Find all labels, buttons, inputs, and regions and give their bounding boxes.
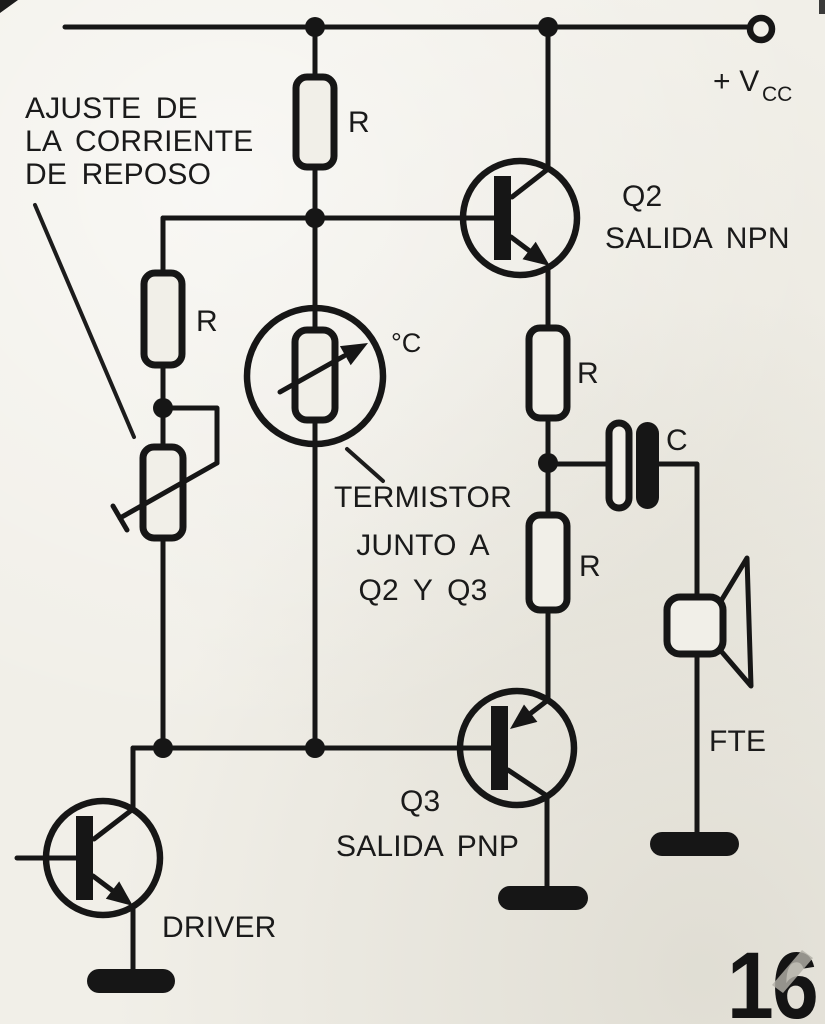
speaker-cone-icon — [718, 555, 754, 689]
speaker-wire — [656, 461, 700, 835]
resistor-left-label: R — [196, 305, 218, 338]
speaker-body — [663, 593, 727, 658]
vcc-label: + V — [713, 65, 759, 98]
resistor-top-label: R — [348, 106, 370, 139]
power-rail: + V CC — [62, 14, 792, 106]
thermistor-temp-label: °C — [391, 328, 421, 358]
resistor-left-body — [140, 269, 186, 369]
resistor-out-lower-body — [525, 511, 571, 614]
ajuste-note-line1: AJUSTE DE — [25, 92, 198, 125]
junction-dot — [538, 453, 558, 473]
output-capacitor: C — [545, 419, 688, 512]
scan-artifact-top-right — [819, 0, 825, 14]
transistor-q3: Q3 SALIDA PNP — [336, 687, 588, 910]
page-number: 16 — [727, 933, 819, 1024]
q2-collector-wire — [509, 24, 551, 200]
ajuste-note-line3: DE REPOSO — [25, 158, 211, 191]
q2-emitter-shaft — [508, 234, 534, 255]
cap-plate-right — [636, 422, 659, 509]
q3-emitter-arrow-icon — [510, 704, 538, 729]
junction-dot — [305, 17, 325, 37]
thermistor-arrow-head-icon — [339, 343, 368, 366]
bias-middle-branch: R °C TERMISTOR JUNTO A Q2 Y Q3 — [243, 24, 512, 751]
bias-left-branch: R — [110, 215, 220, 751]
junction-dot — [305, 738, 325, 758]
page-number-label: 16 — [727, 933, 817, 1024]
scan-artifact-top-left — [0, 0, 18, 13]
cap-plate-left — [605, 419, 633, 512]
resistor-out-lower-label: R — [579, 550, 601, 583]
thermistor-arrow-shaft — [277, 353, 347, 395]
q3-base-bar — [491, 706, 508, 790]
page-number-sheen — [772, 950, 813, 993]
thermistor-note-line2: JUNTO A — [356, 529, 490, 562]
q3-ground-icon — [498, 886, 588, 910]
ajuste-leader-line — [33, 203, 136, 439]
transistor-driver: DRIVER — [14, 745, 277, 993]
resistor-top-body — [292, 73, 338, 171]
driver-label: DRIVER — [162, 911, 277, 944]
driver-emitter-arrow-icon — [105, 881, 133, 906]
resistor-out-upper-body — [525, 324, 571, 422]
q2-emitter-arrow-icon — [522, 241, 550, 266]
thermistor-note-line3: Q2 Y Q3 — [358, 574, 487, 607]
speaker-label: FTE — [709, 725, 766, 758]
q3-circle — [456, 687, 578, 809]
trimpot-wiper-shaft — [117, 460, 220, 521]
q2-desc-label: SALIDA NPN — [605, 222, 790, 255]
speaker-branch: FTE — [650, 461, 766, 856]
junction-dot — [153, 738, 173, 758]
trimpot-wiper-jog-wire — [160, 405, 220, 466]
q2-circle — [459, 157, 581, 279]
vcc-terminal-icon — [746, 14, 776, 44]
driver-collector-wire — [91, 745, 136, 842]
q2-base-bar — [494, 176, 511, 260]
speaker-ground-icon — [650, 832, 739, 856]
driver-emitter-shaft — [90, 873, 116, 894]
driver-base-bar — [76, 816, 93, 900]
q3-emitter-shaft — [528, 697, 551, 716]
q2-name-label: Q2 — [622, 180, 662, 213]
q3-desc-label: SALIDA PNP — [336, 830, 519, 863]
thermistor-circle — [243, 304, 387, 448]
vcc-subscript-label: CC — [762, 83, 792, 106]
junction-dot — [305, 208, 325, 228]
ajuste-note-line2: LA CORRIENTE — [25, 125, 253, 158]
transistor-q2: Q2 SALIDA NPN — [459, 24, 790, 279]
junction-dot — [153, 398, 173, 418]
junction-dots — [153, 17, 558, 758]
trimpot-wiper-tbar-icon — [110, 503, 130, 533]
quiescent-current-note: AJUSTE DE LA CORRIENTE DE REPOSO — [25, 92, 253, 439]
thermistor-leader-line — [345, 447, 385, 483]
cap-label: C — [666, 424, 688, 457]
resistor-out-upper-label: R — [577, 357, 599, 390]
driver-ground-icon — [87, 969, 175, 993]
output-resistor-chain: R R — [525, 264, 601, 704]
q3-collector-wire — [505, 767, 550, 889]
junction-dot — [538, 17, 558, 37]
thermistor-note-line1: TERMISTOR — [334, 481, 512, 514]
q3-name-label: Q3 — [400, 785, 440, 818]
